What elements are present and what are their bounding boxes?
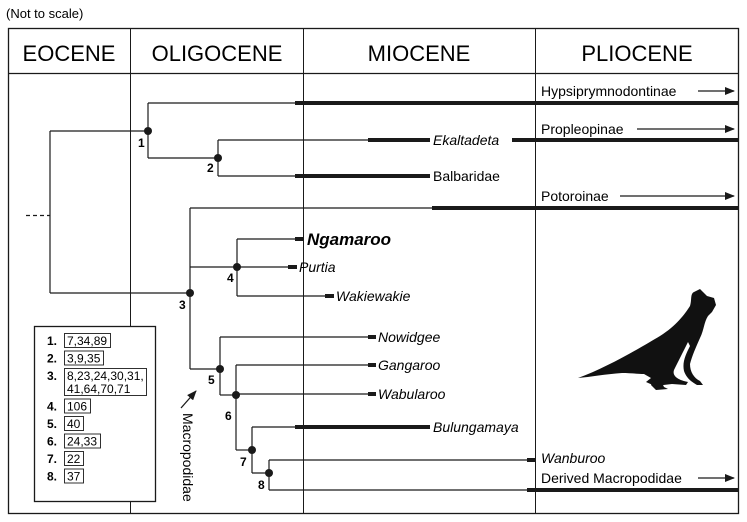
key-refs-4: 106 bbox=[67, 400, 87, 414]
range-bars bbox=[288, 101, 738, 492]
key-number-5: 5. bbox=[47, 417, 57, 431]
label-wanburoo: Wanburoo bbox=[541, 450, 606, 466]
tree-branches bbox=[26, 102, 527, 491]
key-refs-8: 37 bbox=[67, 470, 81, 484]
key-refs-box-5 bbox=[64, 416, 84, 431]
label-propleopinae: Propleopinae bbox=[541, 121, 624, 137]
key-refs-box-1 bbox=[64, 333, 111, 348]
key-refs-1: 7,34,89 bbox=[67, 334, 107, 348]
key-refs-box-3 bbox=[64, 368, 147, 396]
key-refs-3: 8,23,24,30,31, bbox=[67, 369, 144, 383]
key-refs-box-6 bbox=[64, 433, 101, 449]
label-gangaroo: Gangaroo bbox=[378, 357, 440, 373]
key-refs-7: 22 bbox=[67, 452, 81, 466]
label-derived-macropodidae: Derived Macropodidae bbox=[541, 470, 682, 486]
node-dot-3 bbox=[186, 289, 194, 297]
label-nowidgee: Nowidgee bbox=[378, 329, 440, 345]
kangaroo-silhouette-icon bbox=[578, 289, 716, 390]
arrow-macropodidae bbox=[180, 390, 197, 409]
label-wabularoo: Wabularoo bbox=[378, 386, 446, 402]
label-balbaridae: Balbaridae bbox=[433, 168, 500, 184]
node-label-7: 7 bbox=[240, 455, 247, 469]
node-label-3: 3 bbox=[179, 298, 186, 312]
lineage-arrows bbox=[180, 87, 735, 482]
epoch-miocene: MIOCENE bbox=[368, 41, 471, 66]
node-dot-1 bbox=[144, 127, 152, 135]
label-wakiewakie: Wakiewakie bbox=[336, 288, 411, 304]
epoch-pliocene: PLIOCENE bbox=[581, 41, 692, 66]
label-ngamaroo: Ngamaroo bbox=[307, 230, 391, 249]
node-label-6: 6 bbox=[225, 409, 232, 423]
key-number-7: 7. bbox=[47, 452, 57, 466]
node-label-8: 8 bbox=[258, 478, 265, 492]
key-refs-box-8 bbox=[64, 468, 84, 484]
epoch-oligocene: OLIGOCENE bbox=[152, 41, 283, 66]
key-refs-box-2 bbox=[64, 350, 104, 366]
key-refs-2: 3,9,35 bbox=[67, 352, 101, 366]
label-purtia: Purtia bbox=[299, 259, 336, 275]
label-hypsiprymnodontinae: Hypsiprymnodontinae bbox=[541, 83, 677, 99]
key-refs-6: 24,33 bbox=[67, 435, 97, 449]
node-dot-7 bbox=[248, 446, 256, 454]
node-dot-8 bbox=[265, 469, 273, 477]
node-dot-6 bbox=[232, 391, 240, 399]
node-dot-5 bbox=[216, 365, 224, 373]
node-label-1: 1 bbox=[138, 136, 145, 150]
label-macropodidae: Macropodidae bbox=[180, 413, 196, 502]
node-key-box bbox=[33, 325, 157, 503]
node-key-rows: 1. 7,34,89 2. 3,9,35 3. 8,23,24,30,31,41,64,7… bbox=[47, 333, 147, 484]
key-number-1: 1. bbox=[47, 334, 57, 348]
node-label-2: 2 bbox=[207, 161, 214, 175]
key-refs-3: 41,64,70,71 bbox=[67, 382, 131, 396]
key-refs-box-7 bbox=[64, 451, 84, 466]
node-dot-4 bbox=[233, 263, 241, 271]
key-number-6: 6. bbox=[47, 435, 57, 449]
not-to-scale-note: (Not to scale) bbox=[6, 6, 83, 21]
node-dots bbox=[144, 127, 273, 477]
node-label-4: 4 bbox=[227, 271, 234, 285]
key-number-8: 8. bbox=[47, 470, 57, 484]
key-number-4: 4. bbox=[47, 400, 57, 414]
key-refs-box-4 bbox=[64, 398, 91, 414]
key-refs-5: 40 bbox=[67, 417, 81, 431]
key-number-2: 2. bbox=[47, 352, 57, 366]
label-bulungamaya: Bulungamaya bbox=[433, 419, 519, 435]
label-ekaltadeta: Ekaltadeta bbox=[433, 132, 499, 148]
epoch-eocene: EOCENE bbox=[23, 41, 116, 66]
label-potoroinae: Potoroinae bbox=[541, 188, 609, 204]
key-number-3: 3. bbox=[47, 369, 57, 383]
node-dot-2 bbox=[214, 154, 222, 162]
node-label-5: 5 bbox=[208, 373, 215, 387]
